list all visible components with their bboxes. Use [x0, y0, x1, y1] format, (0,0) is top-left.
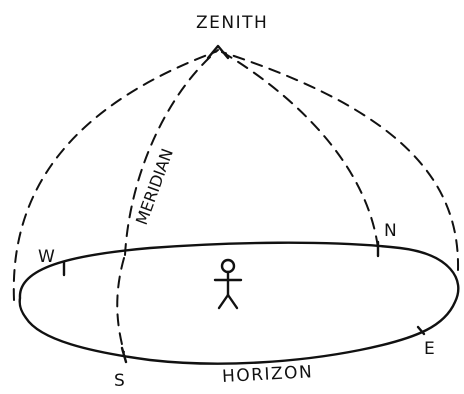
- sky-dome-right-arc: [222, 52, 458, 270]
- observer-figure: [215, 260, 241, 308]
- east-label: E: [424, 339, 436, 359]
- observer-head: [222, 260, 234, 272]
- meridian-label: MERIDIAN: [132, 146, 177, 227]
- west-label: W: [38, 247, 56, 267]
- observer-right-leg: [228, 295, 237, 308]
- north-label: N: [384, 221, 398, 241]
- south-label: S: [114, 371, 126, 391]
- zenith-label: ZENITH: [196, 13, 268, 33]
- horizon-label: HORIZON: [222, 362, 314, 387]
- horizon-circle: [20, 243, 459, 364]
- observer-left-leg: [219, 295, 228, 308]
- meridian-below-horizon: [117, 258, 124, 352]
- zenith-to-north-arc: [222, 52, 378, 248]
